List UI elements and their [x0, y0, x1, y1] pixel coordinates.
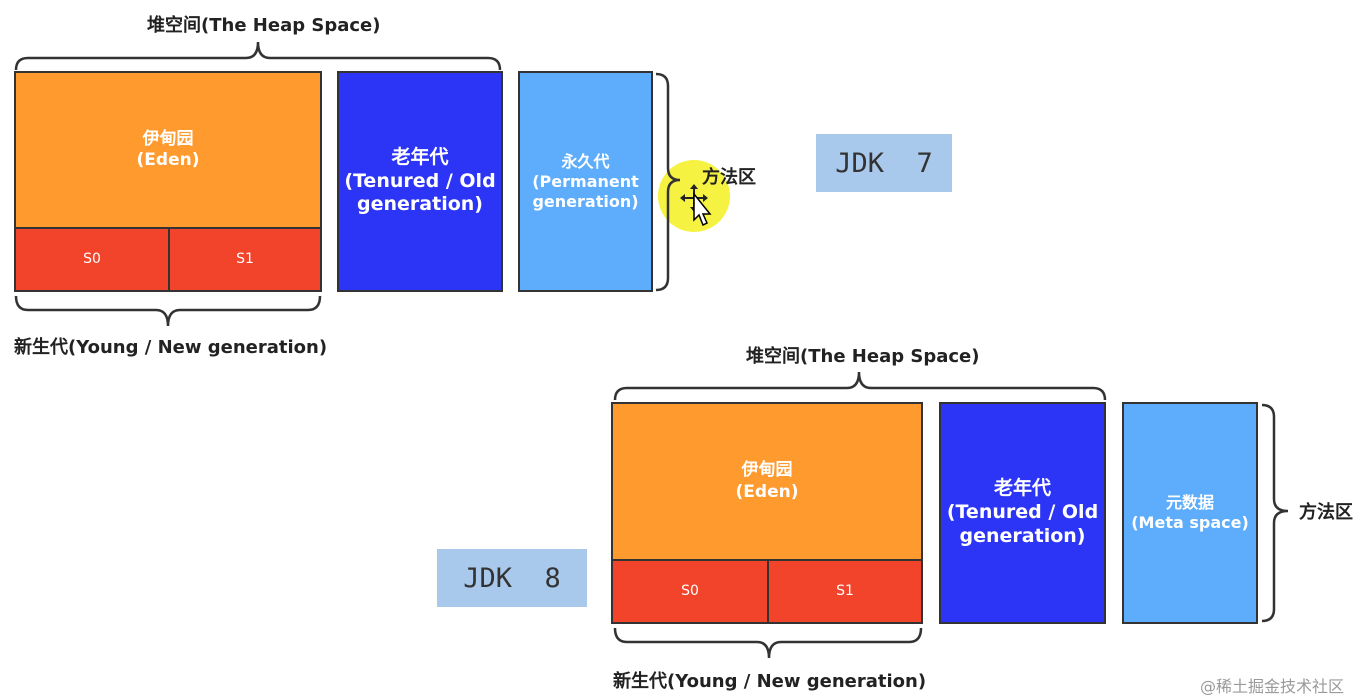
- jdk8-heap-brace: [613, 371, 1107, 401]
- jdk8-old-sub2: generation): [959, 524, 1086, 547]
- jdk7-old-sub2: generation): [357, 193, 483, 216]
- jdk8-s1-label: S1: [836, 582, 854, 599]
- jdk7-s1-label: S1: [236, 250, 254, 267]
- jdk8-eden-name: 伊甸园: [741, 460, 793, 481]
- jdk8-young-label: 新生代(Young / New generation): [613, 671, 927, 692]
- jdk8-old-sub1: (Tenured / Old: [946, 501, 1099, 524]
- jdk7-eden-box: 伊甸园 (Eden): [14, 71, 322, 229]
- jdk7-perm-box: 永久代 (Permanent generation): [518, 71, 653, 292]
- jdk8-s0-box: S0: [611, 559, 769, 624]
- jdk7-version-badge: JDK 7: [816, 134, 952, 192]
- watermark: @稀土掘金技术社区: [1200, 677, 1345, 696]
- jdk7-method-brace: [655, 72, 681, 292]
- jdk8-method-brace: [1261, 403, 1289, 623]
- jdk7-eden-sub: (Eden): [136, 150, 200, 170]
- jdk8-eden-box: 伊甸园 (Eden): [611, 402, 923, 561]
- jdk7-young-label: 新生代(Young / New generation): [14, 337, 328, 358]
- jdk8-young-brace: [613, 627, 923, 659]
- jdk8-heap-title: 堆空间(The Heap Space): [746, 346, 980, 367]
- jdk8-s0-label: S0: [681, 582, 699, 599]
- jdk8-method-area-label: 方法区: [1299, 502, 1353, 523]
- jdk7-young-brace: [14, 295, 322, 327]
- jdk8-s1-box: S1: [767, 559, 923, 624]
- jdk7-method-area-label: 方法区: [702, 167, 756, 188]
- jdk8-old-box: 老年代 (Tenured / Old generation): [939, 402, 1106, 624]
- move-cursor-icon: [680, 184, 712, 227]
- jdk8-version-badge: JDK 8: [437, 549, 587, 607]
- jdk7-s0-label: S0: [83, 250, 101, 267]
- jdk7-eden-name: 伊甸园: [142, 128, 194, 149]
- jdk8-meta-sub: (Meta space): [1131, 513, 1249, 532]
- jdk8-meta-name: 元数据: [1165, 493, 1214, 512]
- jdk8-old-name: 老年代: [993, 477, 1051, 500]
- jdk8-meta-box: 元数据 (Meta space): [1122, 402, 1258, 624]
- jdk7-old-sub1: (Tenured / Old: [344, 169, 496, 192]
- jdk7-perm-name: 永久代: [561, 151, 610, 171]
- jdk7-old-box: 老年代 (Tenured / Old generation): [337, 71, 503, 292]
- jdk7-s1-box: S1: [168, 227, 322, 292]
- jdk7-heap-title: 堆空间(The Heap Space): [147, 15, 381, 36]
- jdk7-perm-sub2: generation): [532, 191, 639, 211]
- jdk7-s0-box: S0: [14, 227, 170, 292]
- jdk8-eden-sub: (Eden): [735, 481, 799, 502]
- jdk7-old-name: 老年代: [391, 145, 449, 168]
- jdk7-heap-brace: [14, 41, 502, 71]
- jdk7-perm-sub1: (Permanent: [532, 171, 639, 191]
